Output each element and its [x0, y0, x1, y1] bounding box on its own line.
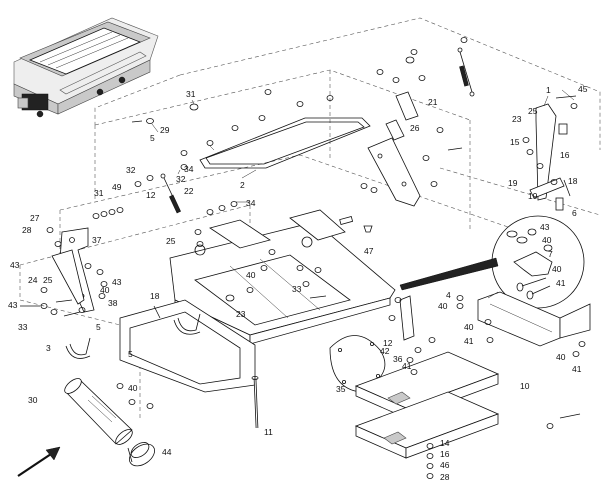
callout-2: 2: [240, 180, 245, 190]
callout-15: 15: [510, 137, 520, 147]
callout-14: 14: [440, 438, 450, 448]
callout-32: 32: [176, 174, 186, 184]
callout-30: 30: [28, 395, 38, 405]
callout-24: 24: [28, 275, 38, 285]
leader-lines: [151, 89, 575, 299]
callout-41: 41: [464, 336, 474, 346]
callout-5: 5: [150, 133, 155, 143]
callout-29: 29: [160, 125, 170, 135]
callout-43: 43: [10, 260, 20, 270]
callout-41: 41: [572, 364, 582, 374]
callout-28: 28: [440, 472, 450, 482]
callout-35: 35: [336, 384, 346, 394]
spreader-thumbnail: [13, 17, 159, 118]
callout-19: 19: [508, 178, 518, 188]
left-hooks: [65, 313, 201, 359]
callout-23: 23: [512, 114, 522, 124]
tube-cap: [127, 442, 155, 467]
callout-31: 31: [186, 89, 196, 99]
callout-4: 4: [446, 290, 451, 300]
callout-25: 25: [166, 236, 176, 246]
gas-strut-left: [160, 173, 181, 214]
callout-43: 43: [540, 222, 550, 232]
detail-zoom-circle: [399, 215, 585, 309]
callout-3: 3: [46, 343, 51, 353]
callout-40: 40: [438, 301, 448, 311]
callout-6: 6: [572, 208, 577, 218]
callout-27: 27: [30, 213, 40, 223]
callout-40: 40: [128, 383, 138, 393]
callout-42: 42: [380, 346, 390, 356]
right-lower-bracket: [399, 291, 591, 347]
rod: [251, 375, 259, 429]
callout-18: 18: [568, 176, 578, 186]
callout-21: 21: [428, 97, 438, 107]
cover-plate: [329, 335, 386, 393]
callout-labels: 1 2 3 4 5 5 5 6 7 10 11 12 12 14 15 16 1…: [8, 84, 588, 482]
callout-40: 40: [246, 270, 256, 280]
callout-40: 40: [556, 352, 566, 362]
callout-40: 40: [552, 264, 562, 274]
callout-34: 34: [184, 164, 194, 174]
callout-41: 41: [402, 361, 412, 371]
callout-12: 12: [146, 190, 156, 200]
callout-40: 40: [464, 322, 474, 332]
callout-36: 36: [393, 354, 403, 364]
callout-33: 33: [292, 284, 302, 294]
storage-tube: [64, 378, 133, 445]
callout-34: 34: [246, 198, 256, 208]
callout-46: 46: [440, 460, 450, 470]
tray-lower: [354, 391, 500, 459]
callout-32: 32: [126, 165, 136, 175]
callout-26: 26: [410, 123, 420, 133]
callout-18: 18: [150, 291, 160, 301]
callout-43: 43: [8, 300, 18, 310]
callout-25: 25: [528, 106, 538, 116]
callout-41: 41: [556, 278, 566, 288]
latch-arm: [529, 95, 577, 211]
callout-31: 31: [94, 188, 104, 198]
callout-16: 16: [440, 449, 450, 459]
right-hinge-bracket: [367, 91, 421, 207]
callout-5: 5: [128, 349, 133, 359]
callout-37: 37: [92, 235, 102, 245]
hardware-small: [20, 37, 586, 479]
callout-45: 45: [578, 84, 588, 94]
main-frame: [119, 209, 396, 393]
callout-23: 23: [236, 309, 246, 319]
gas-strut-right: [457, 47, 475, 97]
callout-25: 25: [43, 275, 53, 285]
callout-10: 10: [520, 381, 530, 391]
callout-11: 11: [264, 427, 273, 437]
callout-49: 49: [112, 182, 122, 192]
callout-40: 40: [100, 285, 110, 295]
callout-1: 1: [546, 85, 551, 95]
callout-38: 38: [108, 298, 118, 308]
callout-16: 16: [560, 150, 570, 160]
callout-44: 44: [162, 447, 172, 457]
callout-5: 5: [96, 322, 101, 332]
callout-12: 12: [383, 338, 393, 348]
callout-22: 22: [184, 186, 194, 196]
callout-19: 19: [528, 191, 538, 201]
direction-arrow: [17, 446, 61, 477]
left-bracket: [51, 227, 95, 313]
callout-7: 7: [548, 249, 553, 259]
callout-28: 28: [22, 225, 32, 235]
callout-47: 47: [364, 246, 374, 256]
callout-43: 43: [112, 277, 122, 287]
callout-40: 40: [542, 235, 552, 245]
callout-33: 33: [18, 322, 28, 332]
lid-gasket: [199, 117, 371, 169]
